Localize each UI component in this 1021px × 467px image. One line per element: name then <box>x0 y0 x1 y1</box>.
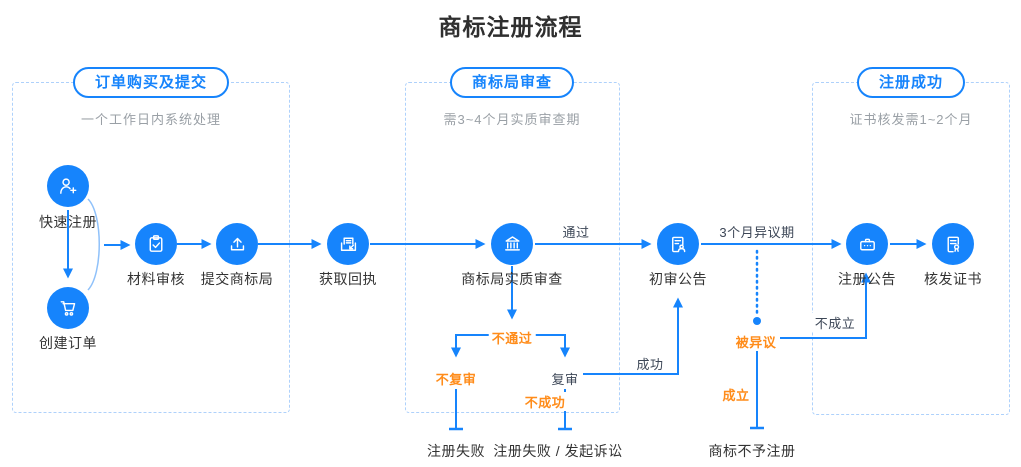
edge-label-not-success: 不成功 <box>521 392 569 411</box>
mail-receipt-icon <box>340 237 356 251</box>
node-substantive-exam <box>491 223 533 265</box>
edge-label-objection-period: 3个月异议期 <box>716 222 798 241</box>
node-label-preliminary-announcement: 初审公告 <box>649 271 707 287</box>
user-add-icon <box>59 177 76 194</box>
page-title: 商标注册流程 <box>438 14 583 40</box>
certificate-medal-icon <box>947 236 959 252</box>
arc-order-group <box>87 198 100 291</box>
clipboard-check-icon <box>149 234 162 252</box>
section-subtitle-office-review: 需3~4个月实质审查期 <box>443 112 581 127</box>
node-preliminary-announcement <box>657 223 699 265</box>
upload-icon <box>230 237 244 250</box>
edge-label-not-pass: 不通过 <box>488 328 536 347</box>
document-user-icon <box>671 236 685 252</box>
node-get-receipt <box>327 223 369 265</box>
outcome-label-register-failed: 注册失败 <box>424 441 488 461</box>
section-subtitle-order-purchase: 一个工作日内系统处理 <box>80 112 222 127</box>
node-label-material-review: 材料审核 <box>127 271 185 287</box>
badge-plate-icon <box>859 238 875 250</box>
shopping-cart-icon <box>60 300 75 316</box>
outcome-label-register-failed-litigation: 注册失败 / 发起诉讼 <box>490 441 626 461</box>
edge-label-established: 成立 <box>719 385 753 404</box>
edge-label-not-established: 不成立 <box>811 313 859 332</box>
edge-label-no-reexam: 不复审 <box>432 369 480 388</box>
node-submit-office <box>216 223 258 265</box>
edge-label-pass: 通过 <box>559 222 593 241</box>
node-label-substantive-exam: 商标局实质审查 <box>461 271 563 287</box>
node-issue-certificate <box>932 223 974 265</box>
node-quick-register <box>47 165 89 207</box>
edge-label-success: 成功 <box>633 354 667 373</box>
arrow-notpass-to-reexam <box>535 334 570 358</box>
section-subtitle-register-success: 证书核发需1~2个月 <box>849 112 973 127</box>
arrow-notpass-to-noreexam <box>451 334 489 358</box>
arrow-reexam-success-up <box>583 297 683 375</box>
edge-label-objected: 被异议 <box>732 332 780 351</box>
section-badge-office-review: 商标局审查 <box>449 67 575 98</box>
node-label-quick-register: 快速注册 <box>39 214 97 230</box>
outcome-label-trademark-not-registered: 商标不予注册 <box>705 441 799 461</box>
objection-dot <box>753 317 761 325</box>
section-badge-order-purchase: 订单购买及提交 <box>72 67 230 98</box>
node-create-order <box>47 287 89 329</box>
node-label-submit-office: 提交商标局 <box>200 271 274 287</box>
node-label-issue-certificate: 核发证书 <box>924 271 982 287</box>
bank-icon <box>504 235 520 251</box>
node-label-create-order: 创建订单 <box>39 335 97 351</box>
edge-label-reexam: 复审 <box>548 369 582 388</box>
arrow-objected-notestablished-up <box>780 272 871 339</box>
node-registration-announcement <box>846 223 888 265</box>
node-label-get-receipt: 获取回执 <box>319 271 377 287</box>
node-material-review <box>135 223 177 265</box>
section-badge-register-success: 注册成功 <box>856 67 966 98</box>
